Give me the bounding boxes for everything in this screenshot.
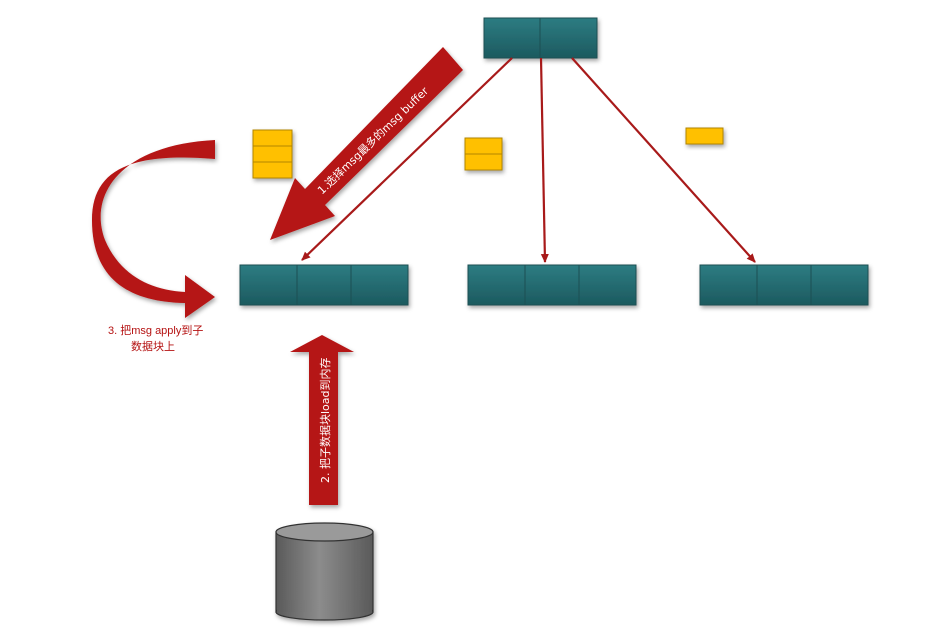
disk-storage-icon [275,522,374,621]
child-node-right [699,264,869,306]
child-node-middle [467,264,637,306]
pointer-arrow-right [571,57,756,263]
step1-label: 1.选择msg最多的msg buffer [314,83,431,197]
pointer-arrow-middle [539,57,549,263]
step2-label: 2. 把子数据块load到内存 [318,357,332,483]
step3-label-line2: 数据块上 [131,339,175,353]
root-node [483,17,598,59]
pointer-arrow-left [301,57,513,261]
msg-buffer-left [252,129,293,179]
msg-buffer-middle [464,137,503,171]
step3-label-line1: 3. 把msg apply到子 [108,323,203,337]
msg-buffer-right [685,127,724,145]
step1-arrow: 1.选择msg最多的msg buffer [270,47,463,240]
step2-arrow: 2. 把子数据块load到内存 [290,335,354,505]
child-node-left [239,264,409,306]
step3-arrow [92,140,215,318]
